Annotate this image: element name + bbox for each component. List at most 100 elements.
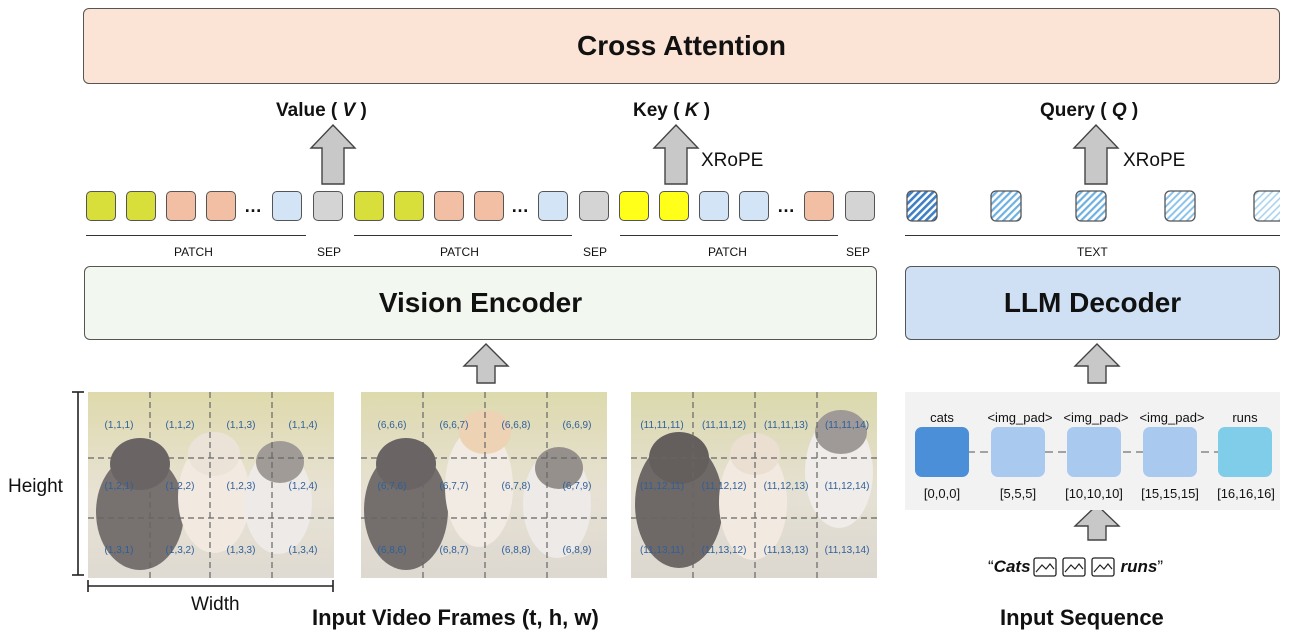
sep-token <box>845 191 875 221</box>
patch-token <box>474 191 504 221</box>
patch-rule <box>620 235 838 236</box>
grid-coordinate: (6,6,6) <box>377 420 407 431</box>
grid-coordinate: (11,12,11) <box>639 481 685 492</box>
grid-coordinate: (6,7,6) <box>377 481 407 492</box>
patch-rule <box>354 235 572 236</box>
patch-token <box>126 191 156 221</box>
grid-coordinate: (11,11,12) <box>701 420 747 431</box>
sep-token <box>313 191 343 221</box>
ellipsis: … <box>777 196 796 216</box>
patch-token <box>659 191 689 221</box>
video-frame-2: (6,6,6) (6,6,7) (6,6,8) (6,6,9) (6,7,6) … <box>361 392 607 578</box>
text-token <box>1075 190 1107 222</box>
grid-coordinate: (11,11,14) <box>824 420 870 431</box>
image-icon <box>1061 557 1086 577</box>
frame-image <box>88 392 334 578</box>
height-label: Height <box>8 476 63 497</box>
grid-coordinate: (11,12,12) <box>701 481 747 492</box>
text-rule <box>905 235 1280 236</box>
patch-rule <box>86 235 306 236</box>
grid-coordinate: (6,6,7) <box>439 420 469 431</box>
grid-coordinate: (1,3,2) <box>165 545 195 556</box>
grid-coordinate: (1,2,1) <box>104 481 134 492</box>
grid-coordinate: (6,7,9) <box>562 481 592 492</box>
video-frame-3: (11,11,11) (11,11,12) (11,11,13) (11,11,… <box>631 392 877 578</box>
grid-coordinate: (6,6,9) <box>562 420 592 431</box>
sequence-position: [15,15,15] <box>1141 486 1199 501</box>
grid-coordinate: (11,11,11) <box>640 420 684 431</box>
grid-coordinate: (11,13,12) <box>701 545 747 556</box>
sequence-token-img-pad <box>1067 427 1121 477</box>
image-icon <box>1032 557 1057 577</box>
sequence-token-label: <img_pad> <box>1139 410 1205 425</box>
patch-token <box>804 191 834 221</box>
ellipsis: … <box>511 196 530 216</box>
grid-coordinate: (1,1,1) <box>104 420 134 431</box>
value-label: Value ( V ) <box>276 100 367 121</box>
grid-coordinate: (11,13,13) <box>763 545 809 556</box>
text-tokens <box>906 190 1280 222</box>
text-token <box>1253 190 1280 222</box>
sep-label: SEP <box>583 245 608 259</box>
dimension-markers <box>72 391 334 592</box>
sequence-up-arrow-icon <box>1073 504 1121 541</box>
grid-coordinate: (1,2,4) <box>288 481 318 492</box>
sequence-token-label: runs <box>1232 410 1258 425</box>
input-word-runs: runs <box>1120 557 1158 576</box>
text-token <box>906 190 938 222</box>
patch-token <box>206 191 236 221</box>
grid-coordinate: (6,6,8) <box>501 420 531 431</box>
text-token <box>990 190 1022 222</box>
patch-token <box>538 191 568 221</box>
grid-coordinate: (6,8,6) <box>377 545 407 556</box>
sequence-position: [16,16,16] <box>1217 486 1275 501</box>
patch-token <box>699 191 729 221</box>
grid-coordinate: (6,8,9) <box>562 545 592 556</box>
frame-image <box>631 392 877 578</box>
grid-coordinate: (1,1,2) <box>165 420 195 431</box>
sequence-caption: Input Sequence <box>1000 605 1164 630</box>
patch-token <box>86 191 116 221</box>
sep-token <box>579 191 609 221</box>
sequence-token-img-pad <box>991 427 1045 477</box>
query-label: Query ( Q ) <box>1040 100 1139 121</box>
text-token <box>1164 190 1196 222</box>
vision-input-up-arrow-icon <box>462 343 510 384</box>
patch-token <box>739 191 769 221</box>
sequence-token-label: cats <box>930 410 954 425</box>
close-quote: ” <box>1157 557 1164 576</box>
grid-coordinate: (1,1,4) <box>288 420 318 431</box>
patch-token <box>354 191 384 221</box>
query-up-arrow-icon <box>1072 123 1120 185</box>
video-frame-1: (1,1,1) (1,1,2) (1,1,3) (1,1,4) (1,2,1) … <box>88 392 334 578</box>
cross-attention-label: Cross Attention <box>577 30 786 61</box>
key-up-arrow-icon <box>652 123 700 185</box>
sequence-token-label: <img_pad> <box>987 410 1053 425</box>
sequence-position: [10,10,10] <box>1065 486 1123 501</box>
input-word-cats: Cats <box>993 557 1031 576</box>
image-icon <box>1090 557 1115 577</box>
sequence-token-label: <img_pad> <box>1063 410 1129 425</box>
vision-encoder-label: Vision Encoder <box>378 287 583 318</box>
grid-coordinate: (11,11,13) <box>763 420 809 431</box>
grid-coordinate: (6,8,8) <box>501 545 531 556</box>
grid-coordinate: (11,12,14) <box>824 481 870 492</box>
grid-coordinate: (1,1,3) <box>226 420 256 431</box>
patch-label: PATCH <box>440 245 479 259</box>
patch-token <box>272 191 302 221</box>
key-label: Key ( K ) <box>633 100 711 121</box>
sequence-token-runs <box>1218 427 1272 477</box>
grid-coordinate: (11,13,11) <box>639 545 685 556</box>
sequence-token-img-pad <box>1143 427 1197 477</box>
patch-token <box>434 191 464 221</box>
frame-image <box>361 392 607 578</box>
grid-coordinate: (1,2,3) <box>226 481 256 492</box>
text-label: TEXT <box>1077 245 1108 259</box>
width-label: Width <box>191 594 240 615</box>
sequence-token-cats <box>915 427 969 477</box>
grid-coordinate: (11,12,13) <box>763 481 809 492</box>
sep-label: SEP <box>846 245 871 259</box>
value-up-arrow-icon <box>309 123 357 185</box>
grid-coordinate: (1,3,3) <box>226 545 256 556</box>
patch-label: PATCH <box>708 245 747 259</box>
